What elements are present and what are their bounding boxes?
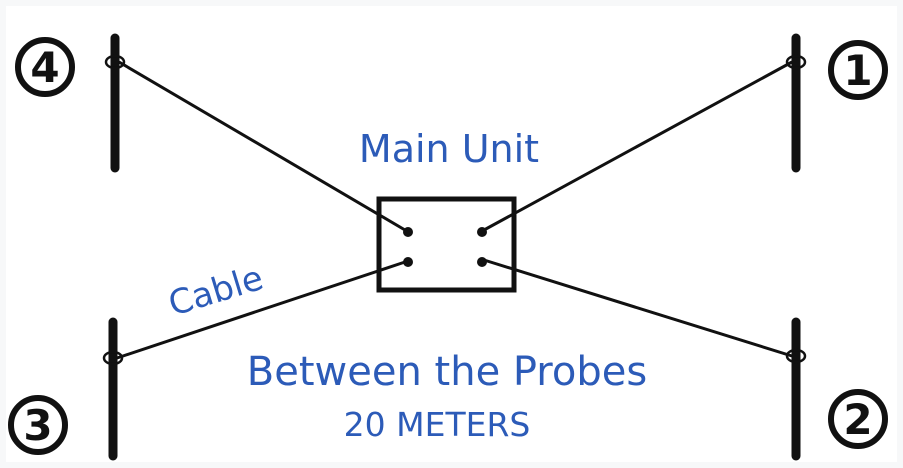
probe-3-badge: 3 — [8, 395, 68, 455]
cable-3 — [116, 260, 406, 360]
probe-1-number: 1 — [843, 46, 872, 95]
probe-2-badge: 2 — [828, 389, 888, 449]
distance-label: 20 METERS — [344, 405, 531, 444]
probe-4-badge: 4 — [15, 37, 75, 97]
probe-4-number: 4 — [30, 43, 59, 92]
terminal-1 — [477, 227, 487, 237]
cable-4 — [118, 60, 406, 232]
main-unit-box — [376, 196, 517, 293]
terminal-3 — [403, 257, 413, 267]
cable-label: Cable — [164, 258, 268, 324]
probe-1-badge: 1 — [828, 40, 888, 100]
probe-1-clamp — [785, 54, 807, 70]
probe-3-clamp — [102, 350, 124, 366]
cable-2 — [483, 258, 793, 358]
probe-4-clamp — [104, 54, 126, 70]
probe-2-number: 2 — [843, 395, 872, 444]
probe-3-number: 3 — [23, 401, 52, 450]
cable-1 — [483, 60, 793, 232]
terminal-2 — [477, 257, 487, 267]
between-probes-label: Between the Probes — [247, 349, 647, 395]
terminal-4 — [403, 227, 413, 237]
main-unit-label: Main Unit — [359, 127, 539, 171]
